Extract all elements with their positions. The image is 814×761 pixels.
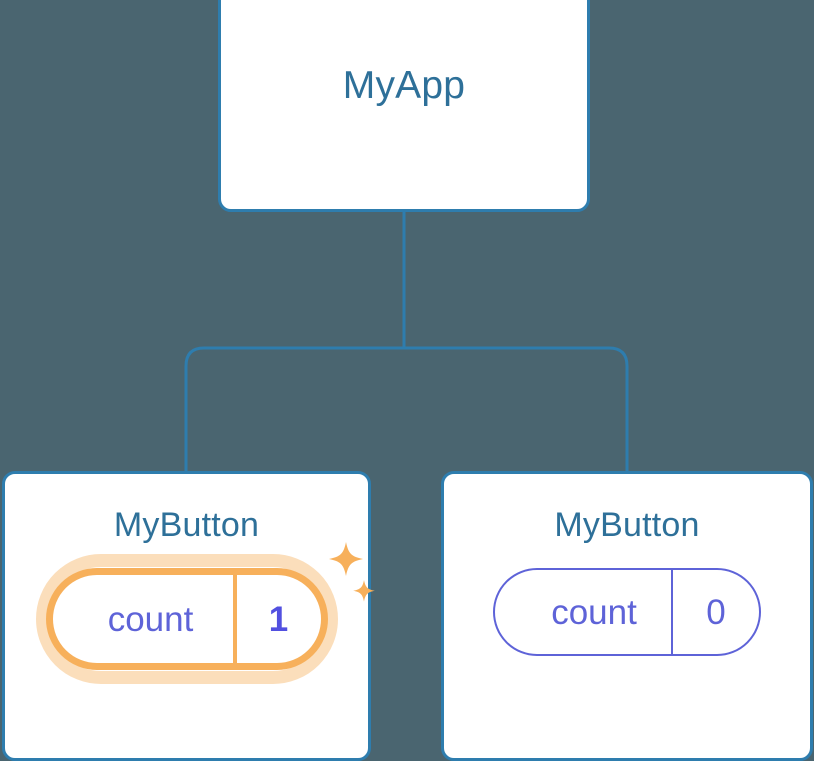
node-title: MyButton: [554, 506, 700, 544]
sparkles-group: [328, 542, 375, 602]
prop-pill-container: count 0: [493, 568, 761, 656]
prop-value: 0: [671, 570, 759, 654]
node-title: MyApp: [342, 63, 466, 107]
tree-node-myapp[interactable]: MyApp: [218, 0, 590, 212]
connector-branch-bar: [184, 346, 629, 471]
tree-node-mybutton[interactable]: MyButton count 0: [441, 471, 813, 761]
prop-pill-container: count 1: [35, 542, 375, 684]
prop-value: 1: [232, 575, 321, 663]
tree-node-mybutton-highlighted[interactable]: MyButton count 1: [2, 471, 375, 761]
node-title: MyButton: [113, 506, 260, 544]
prop-key: count: [107, 599, 194, 639]
prop-pill[interactable]: count 0: [493, 568, 761, 656]
prop-key: count: [551, 592, 637, 632]
sparkle-large-icon: [328, 542, 363, 576]
prop-pill[interactable]: count 1: [45, 568, 328, 670]
tree-connectors: [184, 211, 629, 471]
